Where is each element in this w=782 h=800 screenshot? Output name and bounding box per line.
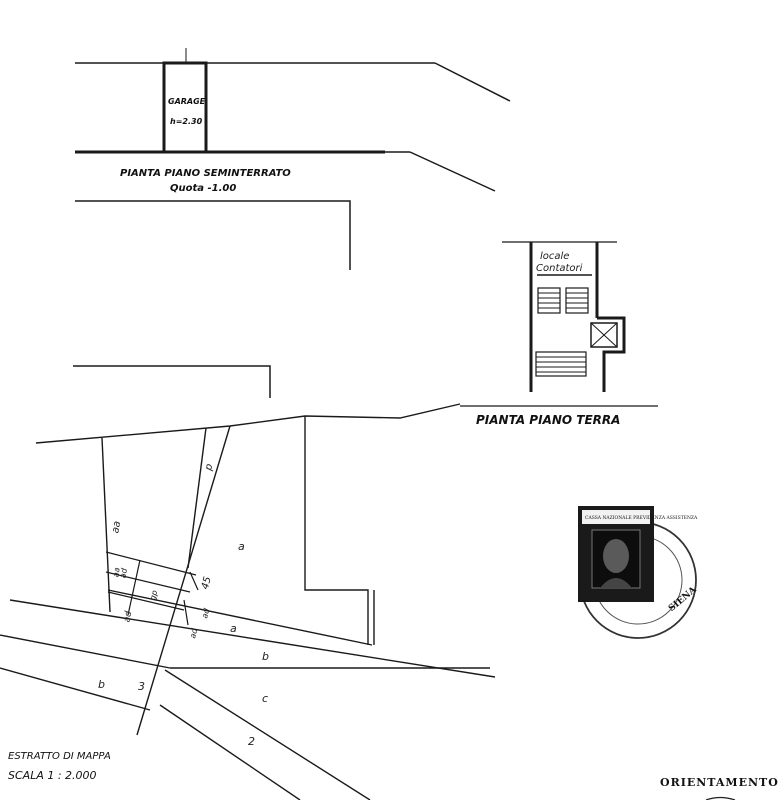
parcel-label: aa: [110, 520, 123, 534]
parcel-label: a: [230, 622, 237, 635]
basement-elevation: Quota -1.00: [170, 183, 236, 194]
cadastral-map: aa a a b b c 2 3 aa ad 45 p ad ad gp ad: [0, 403, 496, 800]
orientation-label: ORIENTAMENTO: [660, 776, 779, 789]
basement-plan-title: PIANTA PIANO SEMINTERRATO: [120, 168, 291, 179]
basement-plan: GARAGE h=2.30 PIANTA PIANO SEMINTERRATO …: [75, 48, 511, 194]
stamp-portrait: [603, 539, 629, 573]
road-edge-upper: [9, 599, 496, 678]
parcel-label: p: [203, 463, 216, 473]
parcel-label: ad: [118, 567, 129, 579]
parcel-label: b: [98, 678, 105, 691]
ground-plan-title: PIANTA PIANO TERRA: [476, 413, 620, 427]
garage-room: [162, 61, 208, 154]
parcel-boundary-diagonal: [136, 425, 231, 736]
parcel-label: 45: [200, 575, 214, 590]
parcel-label: a: [238, 540, 245, 553]
garage-label: GARAGE: [168, 97, 206, 106]
parcel-label: ad: [122, 610, 134, 623]
ground-plan: locale Contatori PIANTA PIANO TERRA: [460, 241, 658, 427]
shaft-box: [590, 322, 618, 348]
building-outline: [73, 200, 351, 398]
orientation-arc: [705, 796, 736, 800]
meter-room-label-1: locale: [540, 251, 569, 262]
postmark-text: SIENA: [667, 585, 699, 614]
road-edge-lower: [164, 669, 371, 800]
parcel-label: ad: [188, 627, 200, 640]
parcel-label: aa: [111, 567, 122, 578]
stamp-header-text: CASSA NAZIONALE PREVIDENZA ASSISTENZA: [585, 515, 698, 521]
parcel-label: 3: [138, 680, 145, 693]
revenue-stamp: CASSA NAZIONALE PREVIDENZA ASSISTENZA SI…: [578, 506, 699, 639]
map-extract-title: ESTRATTO DI MAPPA: [8, 751, 111, 762]
parcel-label: ad: [200, 607, 212, 620]
parcel-boundary-north: [35, 403, 461, 444]
garage-height: h=2.30: [170, 117, 203, 126]
stairs-lower: [535, 351, 587, 377]
parcel-label: 2: [248, 735, 255, 748]
stairs-upper: [537, 287, 589, 314]
parcel-label: gp: [148, 589, 159, 601]
map-scale: SCALA 1 : 2.000: [8, 769, 97, 782]
parcel-label: c: [262, 692, 268, 705]
parcel-label: b: [262, 650, 269, 663]
meter-room-label-2: Contatori: [536, 263, 583, 274]
